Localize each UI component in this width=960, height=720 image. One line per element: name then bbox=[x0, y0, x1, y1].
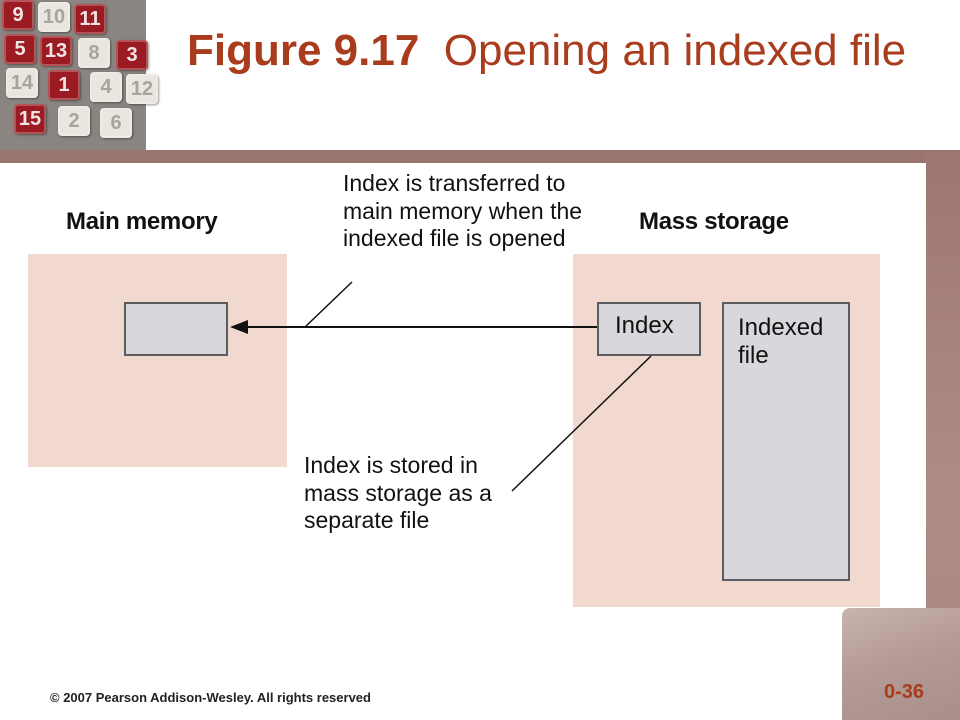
figure-number: Figure 9.17 bbox=[187, 26, 420, 75]
logo-tile: 1 bbox=[48, 70, 80, 100]
logo-tile: 12 bbox=[126, 74, 158, 104]
corner-decoration bbox=[842, 608, 960, 720]
logo-tile: 3 bbox=[116, 40, 148, 70]
main-memory-region bbox=[28, 254, 287, 467]
logo-tile: 6 bbox=[100, 108, 132, 138]
mass-storage-heading: Mass storage bbox=[639, 208, 789, 235]
arrow-head-icon bbox=[230, 320, 248, 334]
logo-tile: 10 bbox=[38, 2, 70, 32]
logo-tile: 11 bbox=[74, 4, 106, 34]
logo-tile: 8 bbox=[78, 38, 110, 68]
index-copy-box bbox=[124, 302, 228, 356]
slide-number: 0-36 bbox=[884, 681, 925, 703]
logo-tile: 15 bbox=[14, 104, 46, 134]
logo-tile: 4 bbox=[90, 72, 122, 102]
bottom-callout-leader bbox=[511, 355, 652, 492]
title-band bbox=[0, 150, 960, 163]
index-box: Index bbox=[597, 302, 701, 356]
indexed-file-box: Indexed file bbox=[722, 302, 850, 581]
indexed-file-label: Indexed file bbox=[738, 314, 824, 369]
logo-tile: 14 bbox=[6, 68, 38, 98]
logo-tile: 13 bbox=[40, 36, 72, 66]
callout-stored: Index is stored in mass storage as a sep… bbox=[304, 452, 492, 533]
logo-tile: 5 bbox=[4, 34, 36, 64]
logo-tile: 2 bbox=[58, 106, 90, 136]
puzzle-logo: 9 10 11 5 13 8 3 14 1 4 12 15 2 6 bbox=[0, 0, 158, 150]
index-box-label: Index bbox=[615, 312, 674, 339]
copyright-footer: © 2007 Pearson Addison-Wesley. All right… bbox=[50, 690, 371, 705]
top-callout-leader bbox=[304, 281, 353, 328]
main-memory-heading: Main memory bbox=[66, 208, 218, 235]
callout-transfer: Index is transferred to main memory when… bbox=[343, 170, 583, 251]
logo-tile: 9 bbox=[2, 0, 34, 30]
slide-title: Figure 9.17 Opening an indexed file bbox=[187, 28, 927, 74]
figure-title-text: Opening an indexed file bbox=[443, 26, 907, 75]
